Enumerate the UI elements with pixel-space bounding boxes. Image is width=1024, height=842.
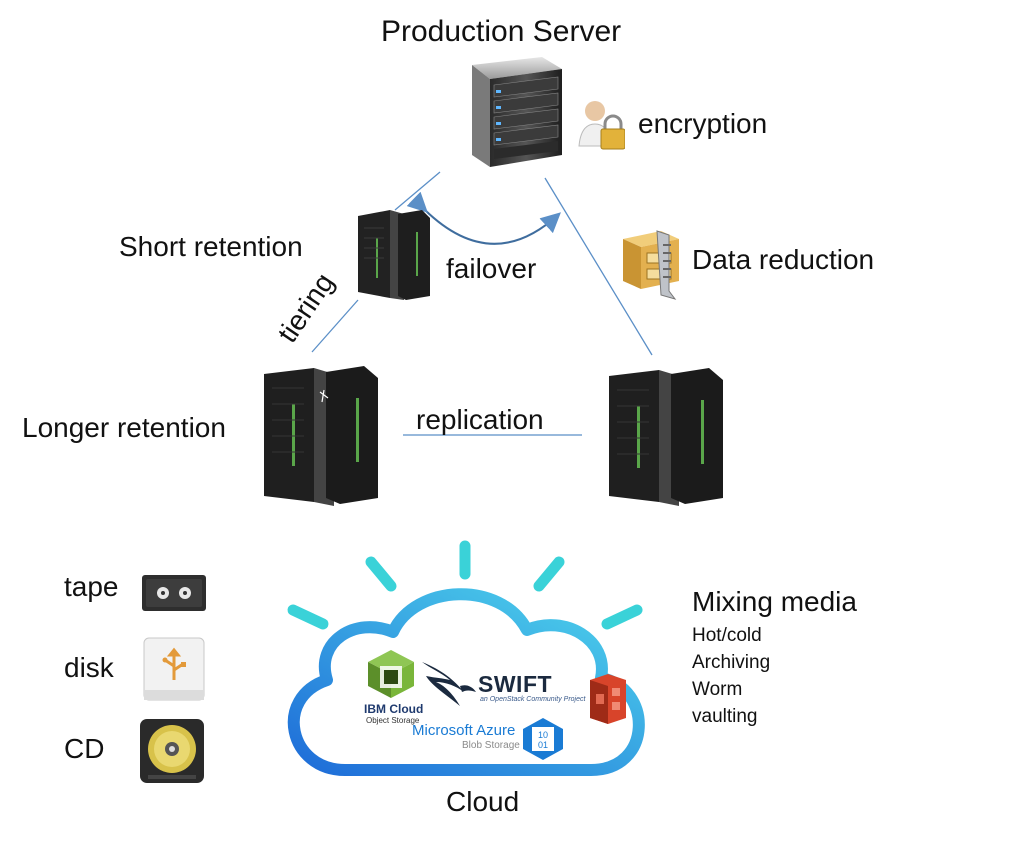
cd-drive-icon	[140, 719, 204, 783]
swift-subtitle: an OpenStack Community Project	[480, 696, 586, 703]
azure-subtitle: Blob Storage	[462, 740, 520, 751]
link-server-to-short	[394, 171, 441, 211]
azure-icon-top-text: 10	[538, 730, 548, 740]
ibm-cloud-subtitle: Object Storage	[366, 716, 420, 725]
longer-retention-server-icon	[264, 366, 378, 506]
tape-label: tape	[64, 571, 119, 602]
swift-bird-icon	[422, 662, 476, 706]
user-lock-icon	[578, 101, 625, 150]
failover-label: failover	[446, 253, 537, 284]
ibm-cloud-title: IBM Cloud	[364, 702, 424, 716]
failover-arrow	[406, 191, 561, 245]
swift-title: SWIFT	[478, 671, 553, 697]
short-retention-label: Short retention	[119, 231, 303, 262]
link-server-to-replica	[544, 177, 653, 356]
aws-s3-icon	[590, 674, 626, 724]
cd-label: CD	[64, 733, 105, 764]
mixing-item-archiving: Archiving	[692, 652, 771, 673]
disk-label: disk	[64, 652, 114, 683]
azure-icon-bottom-text: 01	[538, 740, 548, 750]
ibm-cloud-cube-icon	[368, 650, 414, 698]
replication-label: replication	[416, 404, 544, 435]
mixing-media-title: Mixing media	[692, 586, 857, 617]
mixing-item-worm: Worm	[692, 679, 743, 700]
mixing-item-vaulting: vaulting	[692, 706, 758, 727]
azure-blob-icon: 10 01	[523, 718, 563, 760]
production-server-title: Production Server	[381, 15, 622, 48]
mixing-item-hot-cold: Hot/cold	[692, 625, 762, 646]
encryption-label: encryption	[638, 108, 768, 139]
short-retention-server-icon	[358, 210, 430, 300]
data-reduction-label: Data reduction	[692, 244, 875, 275]
link-tiering	[311, 299, 359, 353]
tape-icon	[142, 575, 206, 611]
cloud-rays	[287, 540, 643, 630]
cloud-label: Cloud	[446, 786, 520, 817]
production-server-icon	[472, 57, 562, 167]
archive-zip-icon	[623, 230, 679, 300]
replica-server-icon	[609, 368, 723, 506]
azure-title: Microsoft Azure	[412, 722, 516, 739]
usb-disk-icon	[143, 637, 205, 701]
longer-retention-label: Longer retention	[22, 412, 226, 443]
